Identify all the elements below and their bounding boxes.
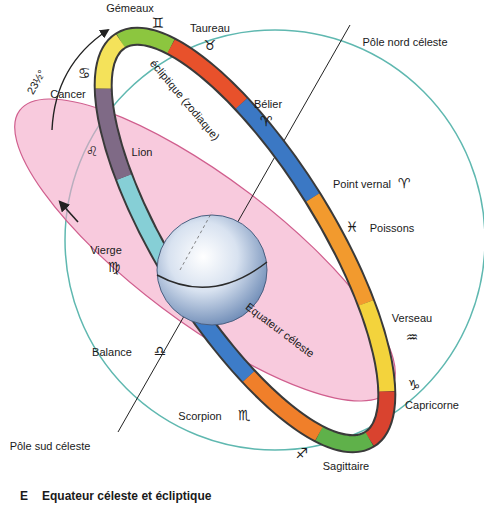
- zodiac-symbol: ♍: [108, 260, 121, 275]
- axis-inside-earth: [180, 212, 212, 270]
- sign-name: Lion: [132, 146, 153, 158]
- zodiac-symbol: ♈: [398, 176, 411, 191]
- point-label: Point vernal: [333, 178, 391, 190]
- zodiac-segment: [103, 89, 124, 178]
- zodiac-symbol: ♒: [406, 330, 419, 345]
- zodiac-segment: [319, 434, 370, 444]
- sign-name: Scorpion: [178, 410, 221, 422]
- earth-equator: [157, 262, 267, 287]
- zodiac-symbol: ♈: [260, 114, 273, 129]
- zodiac-symbol: ♓: [346, 220, 359, 235]
- figure-caption: Equateur céleste et écliptique: [42, 490, 211, 503]
- zodiac-symbol: ♋: [78, 66, 91, 81]
- zodiac-symbol: ♐: [296, 446, 309, 461]
- sign-name: Vierge: [90, 244, 122, 256]
- zodiac-symbol: ♌: [86, 144, 99, 159]
- pole-label: Pôle nord céleste: [363, 36, 448, 48]
- pole-label: Pôle sud céleste: [10, 440, 91, 452]
- ecliptic-outline: [53, 0, 438, 482]
- sign-name: Balance: [92, 346, 132, 358]
- zodiac-segment: [370, 391, 387, 439]
- equator-plane: [0, 53, 434, 447]
- sign-name: Gémeaux: [106, 2, 154, 14]
- zodiac-segment: [103, 41, 120, 89]
- plane-label: Equateur céleste: [243, 300, 316, 359]
- angle-label: 23½°: [24, 68, 47, 96]
- zodiac-symbol: ♊: [152, 16, 165, 31]
- sign-name: Verseau: [392, 312, 432, 324]
- zodiac-segment: [366, 303, 387, 392]
- plane-label: écliptique (zodiaque): [148, 57, 223, 143]
- zodiac-segment: [121, 36, 172, 46]
- zodiac-band: [103, 36, 387, 443]
- figure-letter: E: [20, 490, 28, 503]
- zodiac-segment: [313, 198, 366, 303]
- zodiac-symbol: ♉: [204, 38, 217, 53]
- rotation-arrow: [60, 202, 78, 222]
- zodiac-symbol: ♎: [154, 344, 167, 359]
- zodiac-symbol: ♏: [238, 408, 251, 423]
- sign-name: Poissons: [370, 222, 415, 234]
- zodiac-segment: [242, 104, 313, 198]
- zodiac-symbol: ♑: [408, 378, 421, 393]
- polar-axis: [118, 25, 350, 432]
- sign-name: Cancer: [50, 88, 85, 100]
- sign-name: Bélier: [254, 98, 282, 110]
- sign-name: Capricorne: [405, 399, 459, 411]
- sign-name: Taureau: [190, 22, 230, 34]
- sign-name: Sagittaire: [323, 460, 369, 472]
- zodiac-segment: [249, 376, 319, 433]
